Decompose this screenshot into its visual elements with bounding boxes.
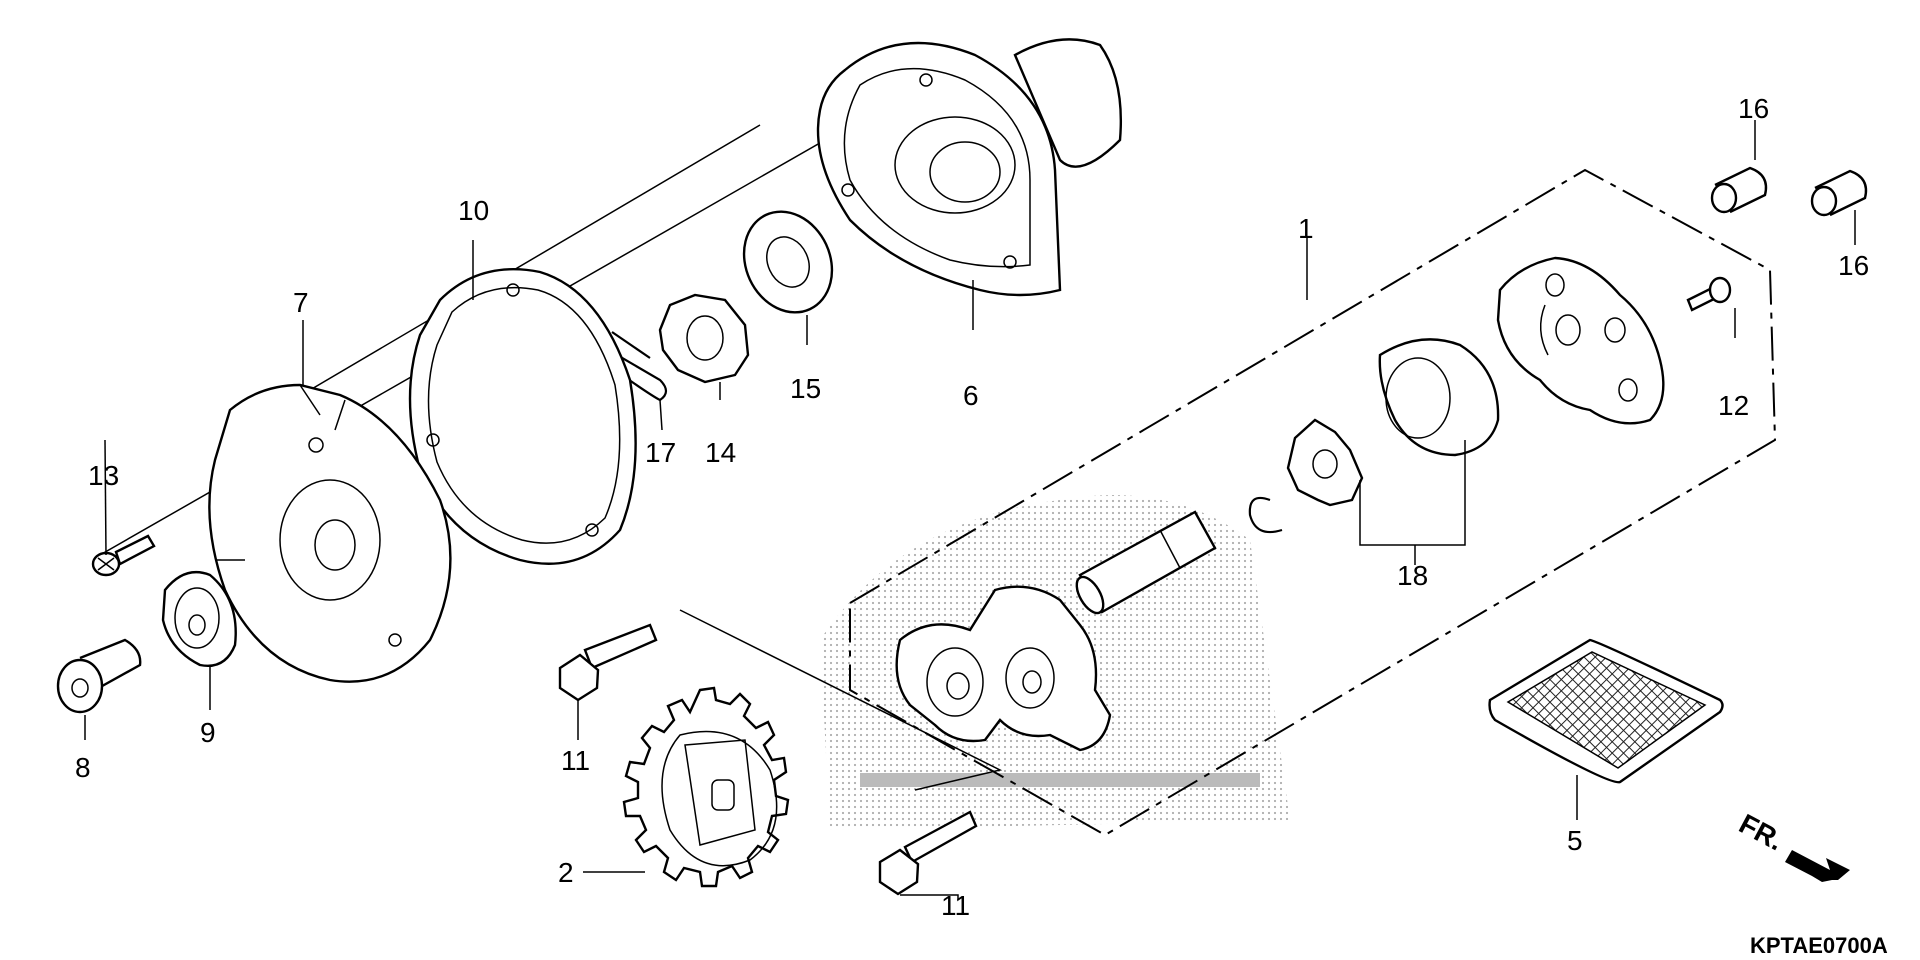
label-1: 1 — [1298, 213, 1314, 244]
label-13: 13 — [88, 460, 119, 491]
label-15: 15 — [790, 373, 821, 404]
oil-seal — [742, 210, 834, 314]
callout-labels: 1 2 5 6 7 8 9 10 11 11 12 13 14 15 16 16… — [75, 93, 1869, 921]
pump-shaft — [1075, 510, 1217, 615]
pump-plate — [1496, 256, 1665, 425]
label-14: 14 — [705, 437, 736, 468]
pump-body-cover — [208, 383, 452, 683]
dowel-pin-left — [1710, 166, 1768, 214]
label-12: 12 — [1718, 390, 1749, 421]
dowel-pin-right — [1810, 169, 1868, 217]
leader-lines — [84, 120, 1856, 900]
pump-cover-housing — [816, 38, 1123, 297]
label-11-lower: 11 — [941, 890, 970, 921]
label-8: 8 — [75, 752, 91, 783]
label-17: 17 — [645, 437, 676, 468]
label-2: 2 — [558, 857, 574, 888]
oil-pump-assembly-boundary — [849, 168, 1777, 837]
front-direction-arrow — [1785, 850, 1850, 882]
rubber-damper — [161, 570, 237, 667]
diagram-code: KPTAE0700A — [1750, 933, 1888, 958]
label-7: 7 — [293, 287, 309, 318]
label-9: 9 — [200, 717, 216, 748]
label-16-upper: 16 — [1738, 93, 1769, 124]
label-16-lower: 16 — [1838, 250, 1869, 281]
inner-rotor — [1286, 418, 1364, 507]
oil-pump-body — [895, 585, 1112, 752]
label-6: 6 — [963, 380, 979, 411]
front-direction-label: FR. — [1734, 808, 1788, 857]
screw — [91, 534, 156, 577]
flange-bolt-upper — [558, 623, 658, 702]
label-18: 18 — [1397, 560, 1428, 591]
label-5: 5 — [1567, 825, 1583, 856]
oil-pump-driven-gear — [622, 686, 790, 888]
outer-rotor — [1378, 338, 1500, 457]
lock-nut — [658, 293, 750, 384]
flange-bolt-lower — [878, 810, 978, 896]
collar — [56, 638, 142, 714]
small-bolt — [1686, 276, 1732, 312]
snap-ring — [1248, 496, 1283, 534]
oil-strainer-screen — [1488, 638, 1724, 784]
label-10: 10 — [458, 195, 489, 226]
label-11-upper: 11 — [561, 745, 590, 776]
